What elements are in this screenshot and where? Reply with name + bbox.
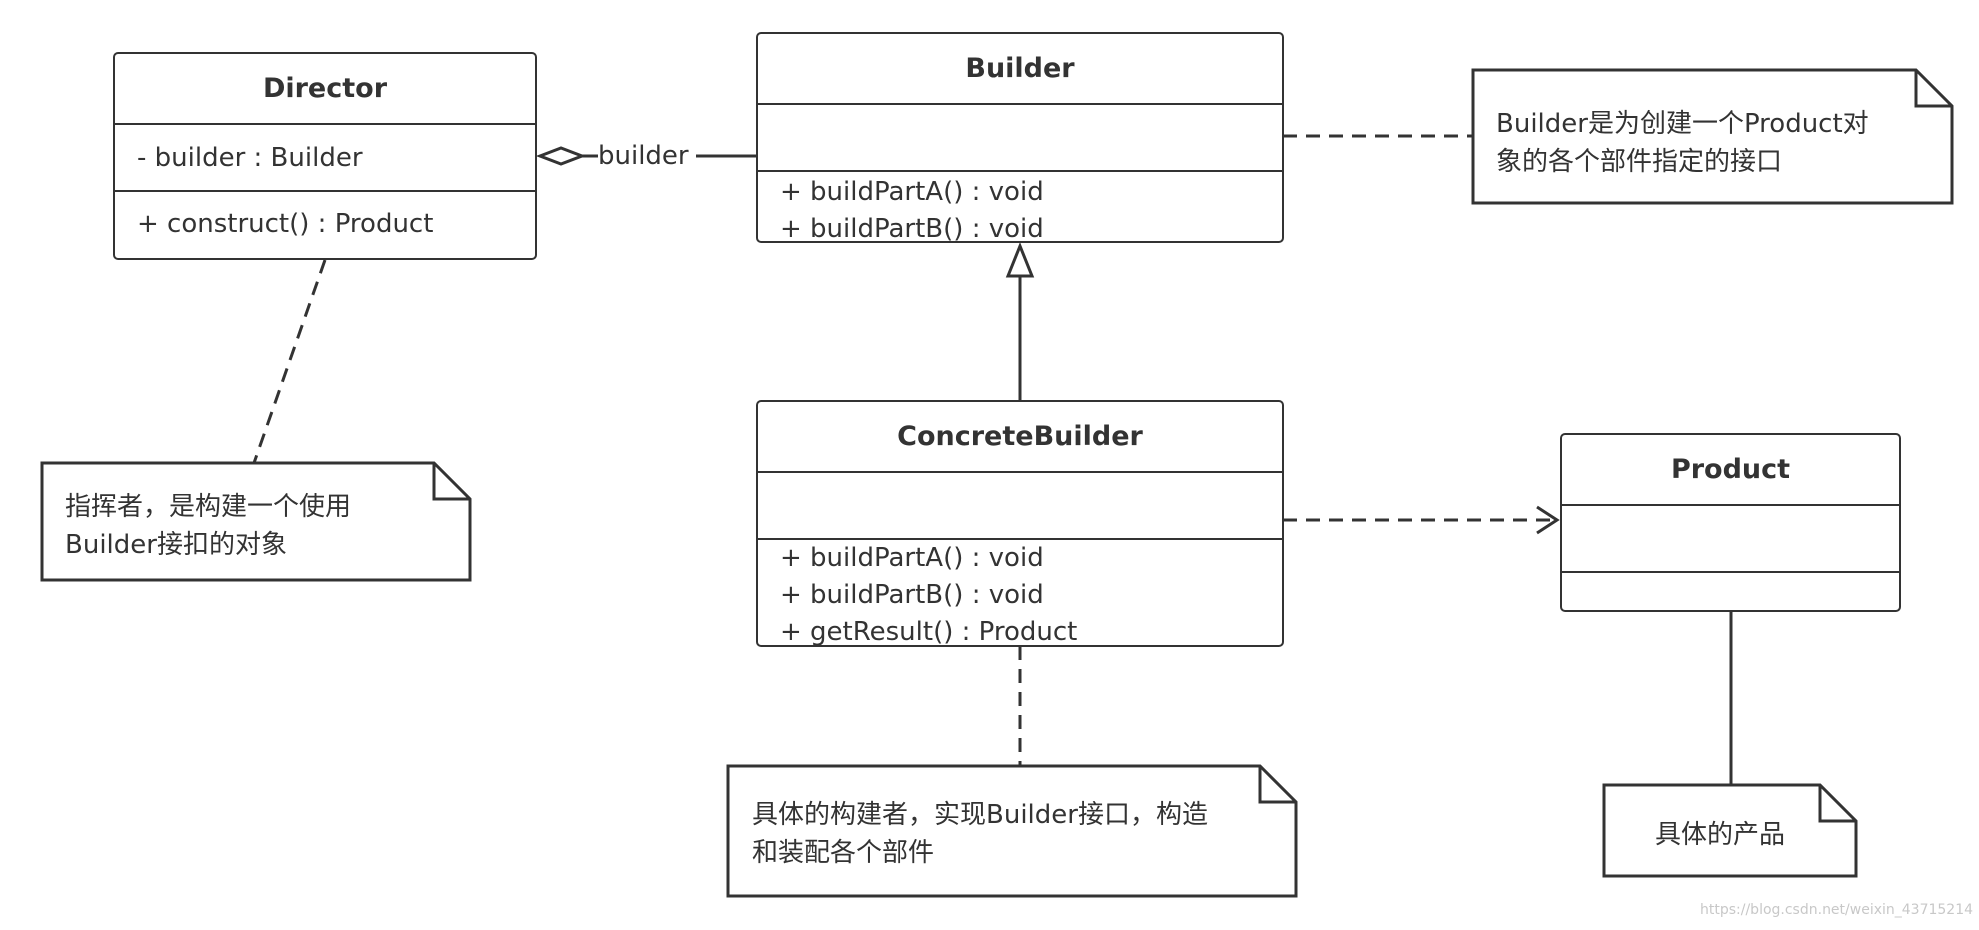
watermark: https://blog.csdn.net/weixin_43715214: [1700, 902, 1974, 918]
aggregation-connector: [535, 146, 757, 166]
director-note-anchor: [252, 259, 327, 464]
operation: + buildPartB() : void: [780, 214, 1044, 243]
attribute: - builder : Builder: [137, 143, 363, 173]
product-note-shape: [1602, 783, 1858, 878]
class-director-name: Director: [115, 54, 535, 125]
class-product-name: Product: [1562, 435, 1899, 506]
class-builder-name: Builder: [758, 34, 1282, 105]
class-concrete-builder-name: ConcreteBuilder: [758, 402, 1282, 473]
builder-note-shape: [1471, 68, 1954, 205]
director-note-text: 指挥者，是构建一个使用 Builder接扣的对象: [65, 488, 351, 564]
operation: + getResult() : Product: [780, 617, 1078, 647]
note-line: Builder是为创建一个Product对: [1496, 109, 1869, 139]
aggregation-label: builder: [598, 141, 689, 171]
aggregation-diamond: [535, 146, 587, 166]
operation: + buildPartA() : void: [780, 177, 1044, 207]
product-note-text: 具体的产品: [1655, 816, 1785, 854]
note-line: 象的各个部件指定的接口: [1496, 147, 1783, 177]
class-director-attributes: - builder : Builder: [115, 125, 535, 192]
class-concrete-builder-operations: + buildPartA() : void + buildPartB() : v…: [758, 540, 1282, 647]
class-product[interactable]: Product: [1560, 433, 1901, 612]
note-line: 具体的产品: [1655, 820, 1786, 850]
builder-note-text: Builder是为创建一个Product对 象的各个部件指定的接口: [1496, 105, 1869, 181]
inheritance-arrowhead: [1005, 241, 1035, 278]
note-line: Builder接扣的对象: [65, 530, 287, 560]
operation: + buildPartB() : void: [780, 580, 1044, 610]
generalization-connector: [1005, 241, 1035, 400]
operation: + construct() : Product: [137, 209, 434, 239]
class-product-attributes: [1562, 506, 1899, 573]
class-builder[interactable]: Builder + buildPartA() : void + buildPar…: [756, 32, 1284, 243]
concrete-note-text: 具体的构建者，实现Builder接口，构造 和装配各个部件: [752, 796, 1208, 872]
note-line: 指挥者，是构建一个使用: [65, 492, 352, 522]
note-line: 具体的构建者，实现Builder接口，构造: [752, 800, 1208, 830]
dependency-connector: [1283, 505, 1560, 535]
operation: + buildPartA() : void: [780, 543, 1044, 573]
class-builder-attributes: [758, 105, 1282, 172]
class-director-operations: + construct() : Product: [115, 192, 535, 243]
dependency-arrowhead: [1536, 505, 1560, 535]
class-director[interactable]: Director - builder : Builder + construct…: [113, 52, 537, 260]
director-note-shape: [40, 461, 472, 582]
class-concrete-builder[interactable]: ConcreteBuilder + buildPartA() : void + …: [756, 400, 1284, 647]
class-builder-operations: + buildPartA() : void + buildPartB() : v…: [758, 172, 1282, 243]
note-line: 和装配各个部件: [752, 838, 935, 868]
class-concrete-builder-attributes: [758, 473, 1282, 540]
concrete-note-shape: [726, 764, 1298, 898]
